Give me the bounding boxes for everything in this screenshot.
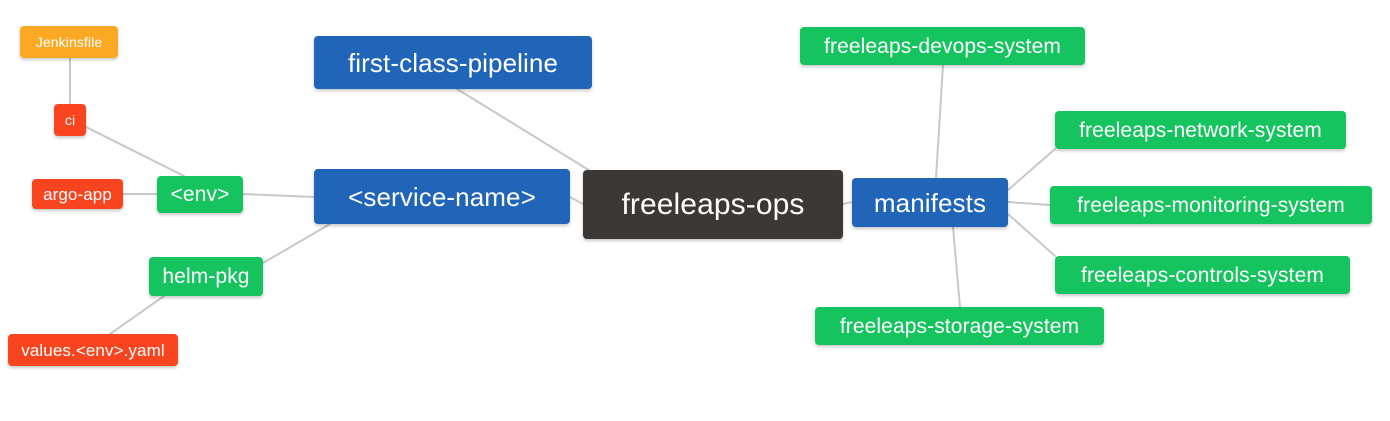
edge-manifests-devops [935,64,944,179]
node-ci[interactable]: ci [54,104,86,136]
node-root[interactable]: freeleaps-ops [583,170,843,239]
edge-helm-values [109,295,165,335]
node-helm[interactable]: helm-pkg [149,257,263,296]
node-pipeline[interactable]: first-class-pipeline [314,36,592,89]
node-network[interactable]: freeleaps-network-system [1055,111,1346,149]
node-controls[interactable]: freeleaps-controls-system [1055,256,1350,294]
edge-root-service [569,196,584,205]
node-service[interactable]: <service-name> [314,169,570,224]
node-values[interactable]: values.<env>.yaml [8,334,178,366]
edge-manifests-storage [952,226,961,308]
node-argo[interactable]: argo-app [32,179,123,209]
node-storage[interactable]: freeleaps-storage-system [815,307,1104,345]
edge-service-helm [262,223,331,264]
edge-manifests-controls [1007,213,1056,257]
node-devops[interactable]: freeleaps-devops-system [800,27,1085,65]
node-manifests[interactable]: manifests [852,178,1008,227]
edge-service-env [242,193,315,198]
edge-root-manifests [842,201,853,205]
edge-manifests-monitoring [1007,201,1051,206]
edge-root-pipeline [456,88,593,173]
edge-env-ci [85,126,185,177]
edge-manifests-network [1007,148,1056,191]
node-jenkins[interactable]: Jenkinsfile [20,26,118,58]
node-env[interactable]: <env> [157,176,243,213]
node-monitoring[interactable]: freeleaps-monitoring-system [1050,186,1372,224]
